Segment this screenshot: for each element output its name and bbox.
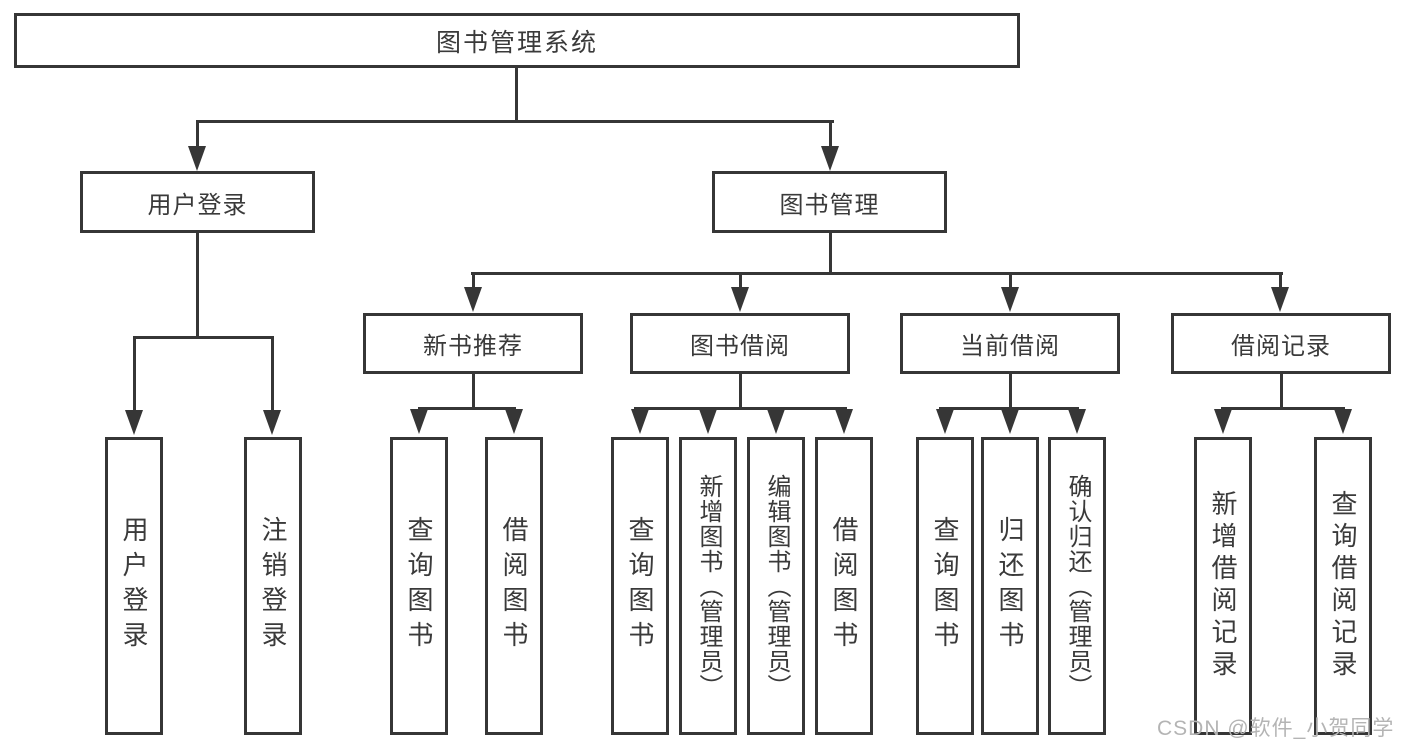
arrow-down-icon [835, 409, 853, 434]
arrow-down-icon [188, 146, 206, 171]
connector-hline [418, 407, 516, 410]
leaf-query-books-current: 查询图书 [916, 437, 974, 735]
leaf-logout: 注销登录 [244, 437, 302, 735]
node-current-borrowing: 当前借阅 [900, 313, 1120, 374]
connector-hline [634, 407, 847, 410]
arrow-down-icon [699, 409, 717, 434]
node-borrowing-records: 借阅记录 [1171, 313, 1391, 374]
arrow-down-icon [821, 146, 839, 171]
leaf-borrow-books-borrowing: 借阅图书 [815, 437, 873, 735]
connector-vline [739, 272, 742, 289]
connector-vline [1009, 374, 1012, 410]
connector-vline [829, 233, 832, 275]
node-new-book-recommend: 新书推荐 [363, 313, 583, 374]
connector-vline [271, 336, 274, 412]
leaf-edit-book-admin: 编辑图书（管理员） [747, 437, 805, 735]
arrow-down-icon [1068, 409, 1086, 434]
connector-hline [1221, 407, 1345, 410]
connector-vline [1009, 272, 1012, 289]
connector-hline [471, 272, 1283, 275]
node-user-login: 用户登录 [80, 171, 315, 233]
connector-vline [515, 68, 518, 123]
arrow-down-icon [263, 410, 281, 435]
leaf-query-books-borrowing: 查询图书 [611, 437, 669, 735]
connector-hline [939, 407, 1079, 410]
leaf-return-books: 归还图书 [981, 437, 1039, 735]
arrow-down-icon [1334, 409, 1352, 434]
connector-vline [472, 374, 475, 410]
connector-vline [739, 374, 742, 410]
leaf-borrow-books-recommend: 借阅图书 [485, 437, 543, 735]
arrow-down-icon [1214, 409, 1232, 434]
connector-vline [133, 336, 136, 412]
arrow-down-icon [631, 409, 649, 434]
arrow-down-icon [1271, 287, 1289, 312]
leaf-add-borrow-record: 新增借阅记录 [1194, 437, 1252, 735]
leaf-query-books-recommend: 查询图书 [390, 437, 448, 735]
connector-vline [472, 272, 475, 289]
arrow-down-icon [1001, 409, 1019, 434]
leaf-confirm-return-admin: 确认归还（管理员） [1048, 437, 1106, 735]
leaf-query-borrow-record: 查询借阅记录 [1314, 437, 1372, 735]
connector-vline [1280, 374, 1283, 410]
connector-vline [1279, 272, 1282, 289]
connector-vline [196, 233, 199, 339]
arrow-down-icon [767, 409, 785, 434]
connector-vline [829, 120, 832, 150]
node-book-management: 图书管理 [712, 171, 947, 233]
connector-hline [133, 336, 274, 339]
arrow-down-icon [410, 409, 428, 434]
csdn-watermark: CSDN @软件_小贺同学 [1157, 717, 1395, 740]
arrow-down-icon [125, 410, 143, 435]
leaf-add-book-admin: 新增图书（管理员） [679, 437, 737, 735]
arrow-down-icon [731, 287, 749, 312]
arrow-down-icon [505, 409, 523, 434]
connector-hline [196, 120, 834, 123]
node-book-borrowing: 图书借阅 [630, 313, 850, 374]
connector-vline [196, 120, 199, 150]
leaf-user-login: 用户登录 [105, 437, 163, 735]
arrow-down-icon [464, 287, 482, 312]
arrow-down-icon [1001, 287, 1019, 312]
arrow-down-icon [936, 409, 954, 434]
node-library-management-system: 图书管理系统 [14, 13, 1020, 68]
